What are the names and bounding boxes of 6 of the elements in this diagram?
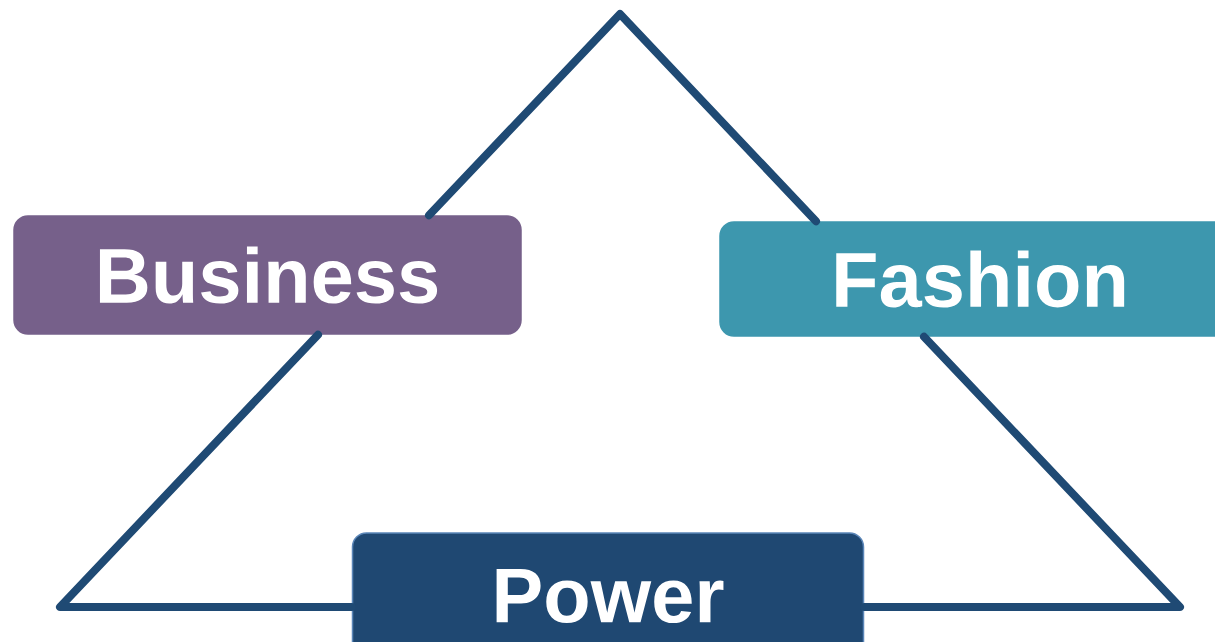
label-box: Power — [351, 532, 865, 642]
label-box: Fashion — [719, 221, 1215, 337]
triangle-side — [425, 10, 820, 226]
label-box: Business — [13, 215, 522, 335]
triangle-side — [56, 330, 356, 611]
triangle-side — [860, 332, 1184, 611]
